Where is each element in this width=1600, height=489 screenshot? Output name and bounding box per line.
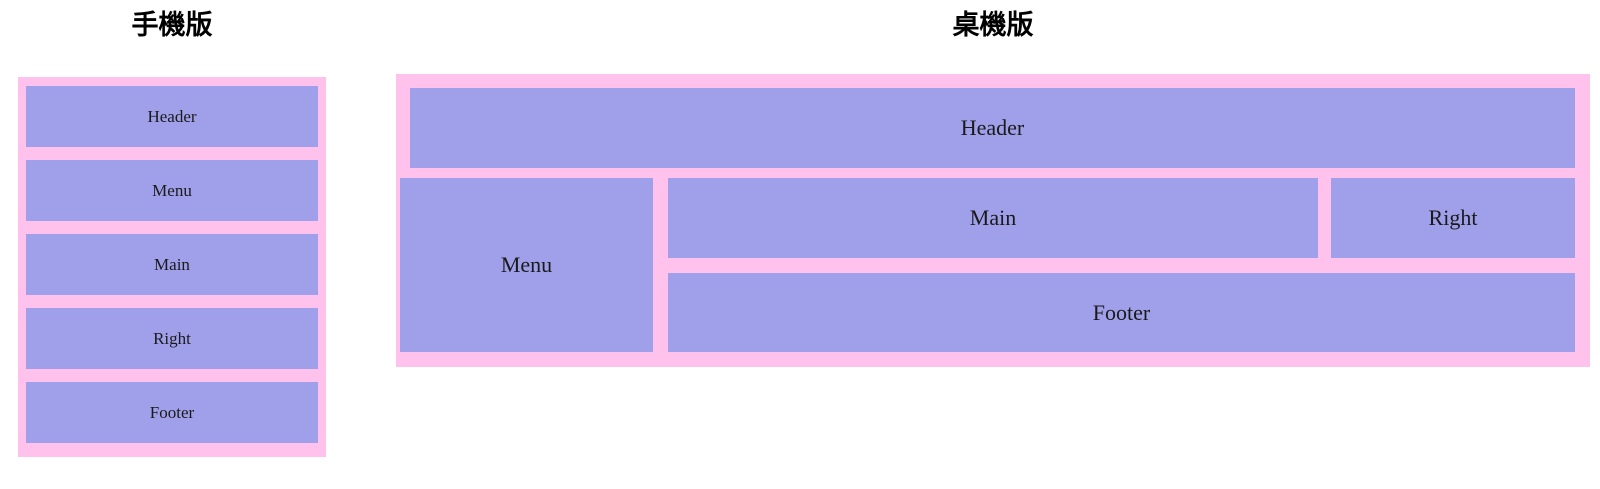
mobile-wireframe-container: Header Menu Main Right Footer xyxy=(18,77,326,457)
mobile-block-right: Right xyxy=(26,308,318,369)
mobile-block-footer: Footer xyxy=(26,382,318,443)
desktop-block-right: Right xyxy=(1331,178,1575,258)
desktop-layout-title: 桌機版 xyxy=(952,10,1034,41)
mobile-block-header: Header xyxy=(26,86,318,147)
desktop-block-header: Header xyxy=(410,88,1575,168)
desktop-block-footer: Footer xyxy=(668,273,1575,352)
desktop-block-main: Main xyxy=(668,178,1318,258)
mobile-layout-title: 手機版 xyxy=(131,10,213,41)
mobile-block-main: Main xyxy=(26,234,318,295)
mobile-block-menu: Menu xyxy=(26,160,318,221)
desktop-wireframe-container: Header Menu Main Right Footer xyxy=(396,74,1590,367)
desktop-block-menu: Menu xyxy=(400,178,653,352)
